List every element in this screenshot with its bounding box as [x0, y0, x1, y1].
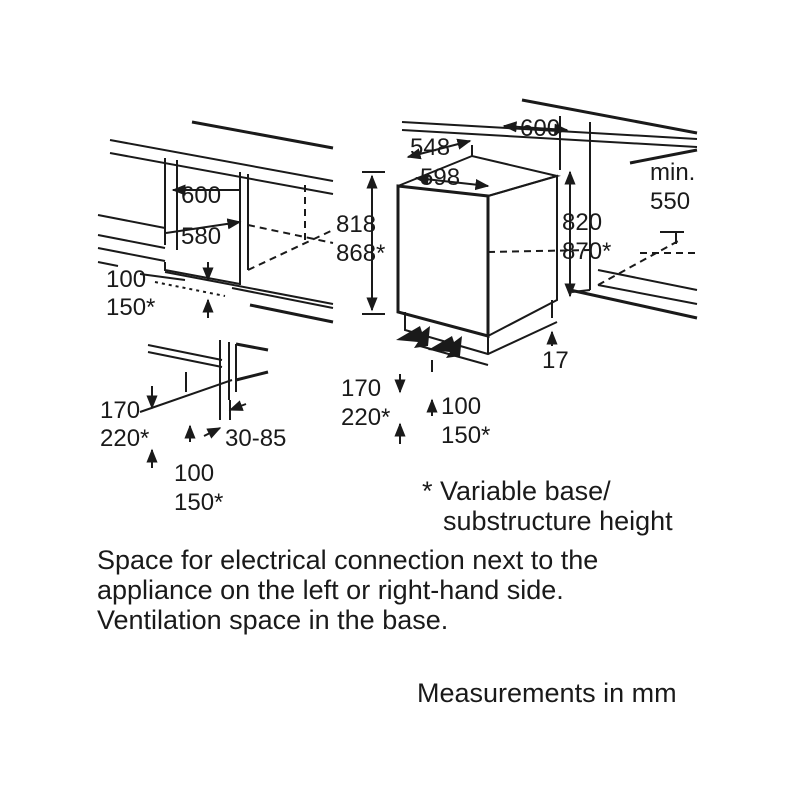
dim-base-height-1: 170 [100, 397, 140, 424]
left-niche-view [97, 120, 334, 324]
dim-niche-width: 600 [520, 115, 560, 142]
dim-appliance-height-2: 868* [336, 240, 385, 267]
dim-plinth-vent-1: 100 [441, 393, 481, 420]
footnote: * Variable base/ substructure height [422, 476, 673, 536]
dim-appliance-height-1: 818 [336, 211, 376, 238]
appliance-view [362, 98, 698, 444]
description-line-3: Ventilation space in the base. [97, 605, 449, 635]
worktop-line [109, 139, 334, 182]
dim-plinth-height-1: 170 [341, 375, 381, 402]
footnote-line-2: substructure height [443, 506, 673, 536]
dim-left-vent-1: 100 [106, 266, 146, 293]
dim-left-niche-width: 600 [181, 182, 221, 209]
dim-plinth-vent-2: 150* [441, 422, 490, 449]
dim-left-niche-depth: 580 [181, 223, 221, 250]
dim-left-vent-2: 150* [106, 294, 155, 321]
footnote-line-1: * Variable base/ [422, 476, 611, 506]
dim-appliance-depth: 548 [410, 134, 450, 161]
appliance-side [487, 174, 558, 338]
dim-min-depth: 550 [650, 188, 690, 215]
dim-base-height-2: 220* [100, 425, 149, 452]
appliance-front [396, 184, 490, 338]
airflow-arrows [396, 326, 462, 358]
description-line-1: Space for electrical connection next to … [97, 545, 599, 575]
dim-base-vent-1: 100 [174, 460, 214, 487]
dim-appliance-width: 598 [420, 164, 460, 191]
base-detail-view [139, 340, 269, 468]
dim-base-gap: 30-85 [225, 425, 286, 452]
dim-plinth-height-2: 220* [341, 404, 390, 431]
worktop-line-lower [109, 152, 334, 195]
description-text: Space for electrical connection next to … [97, 545, 598, 635]
units-note: Measurements in mm [417, 678, 677, 708]
description-line-2: appliance on the left or right-hand side… [97, 575, 564, 605]
dim-niche-height-1: 820 [562, 209, 602, 236]
dim-min-label: min. [650, 159, 695, 186]
dim-door-gap: 17 [542, 347, 569, 374]
dim-niche-height-2: 870* [562, 238, 611, 265]
dim-base-vent-2: 150* [174, 489, 223, 516]
worktop-edge-line [191, 120, 334, 150]
